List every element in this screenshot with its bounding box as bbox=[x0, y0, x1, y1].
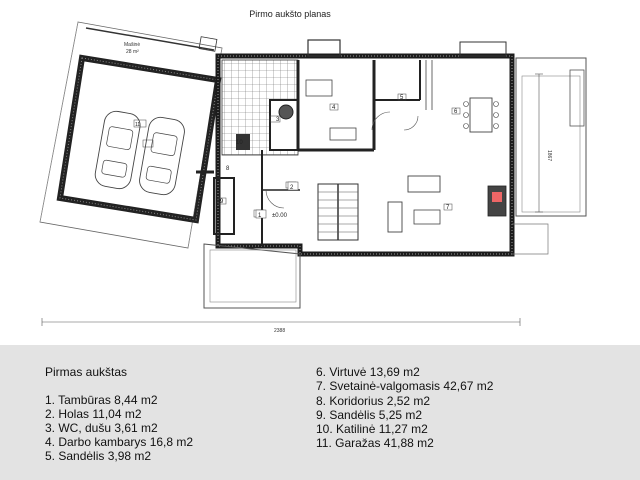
legend-heading: Pirmas aukštas bbox=[45, 365, 128, 379]
room-number: 8 bbox=[226, 166, 230, 172]
room-number-tags: 1 2 3 4 5 6 7 8 9 10 11 bbox=[135, 95, 458, 219]
room-number: 5 bbox=[400, 95, 404, 101]
room-number: 2 bbox=[290, 185, 294, 191]
legend-item: 8. Koridorius 2,52 m2 bbox=[316, 394, 431, 408]
room-number: 7 bbox=[446, 205, 450, 211]
room-number: 4 bbox=[332, 105, 336, 111]
room-number: 6 bbox=[454, 109, 458, 115]
garage bbox=[39, 21, 223, 249]
legend-item: 7. Svetainė-valgomasis 42,67 m2 bbox=[316, 379, 494, 393]
legend-item: 3. WC, dušu 3,61 m2 bbox=[45, 421, 158, 435]
legend-item: 4. Darbo kambarys 16,8 m2 bbox=[45, 435, 194, 449]
room-tag bbox=[255, 209, 267, 219]
elevation-label: ±0.00 bbox=[272, 213, 288, 219]
room-number: 11 bbox=[135, 122, 140, 128]
legend-panel: Pirmas aukštas 1. Tambūras 8,44 m2 2. Ho… bbox=[0, 345, 640, 480]
legend-item: 6. Virtuvė 13,69 m2 bbox=[316, 365, 420, 379]
room-number: 3 bbox=[276, 117, 280, 123]
car-icon bbox=[139, 116, 185, 196]
room-number: 10 bbox=[236, 140, 243, 146]
plan-title: Pirmo aukšto planas bbox=[249, 9, 331, 19]
legend-item: 1. Tambūras 8,44 m2 bbox=[45, 393, 158, 407]
legend-item: 2. Holas 11,04 m2 bbox=[45, 407, 142, 421]
car-icon bbox=[94, 110, 141, 190]
floor-plan-area: 1 2 3 4 5 6 7 8 9 10 11 Mašinė 28 m² ±0.… bbox=[39, 9, 587, 334]
legend-item: 5. Sandėlis 3,98 m2 bbox=[45, 449, 152, 463]
dimension-width-label: 2388 bbox=[274, 328, 285, 334]
floor-plan-drawing: 1 2 3 4 5 6 7 8 9 10 11 Mašinė 28 m² ±0.… bbox=[39, 21, 587, 334]
room-number: 9 bbox=[220, 199, 224, 205]
room-tag bbox=[287, 181, 299, 191]
garage-name-label: Mašinė bbox=[124, 42, 140, 48]
legend-item: 11. Garažas 41,88 m2 bbox=[316, 436, 434, 450]
legend-item: 9. Sandėlis 5,25 m2 bbox=[316, 408, 423, 422]
legend-item: 10. Katilinė 11,27 m2 bbox=[316, 422, 428, 436]
room-number: 1 bbox=[258, 213, 262, 219]
terrace bbox=[203, 57, 587, 309]
dimension-height-label: 1867 bbox=[546, 150, 552, 161]
garage-area-label: 28 m² bbox=[126, 49, 139, 55]
dimension-lines bbox=[41, 73, 543, 326]
main-house bbox=[196, 39, 515, 257]
